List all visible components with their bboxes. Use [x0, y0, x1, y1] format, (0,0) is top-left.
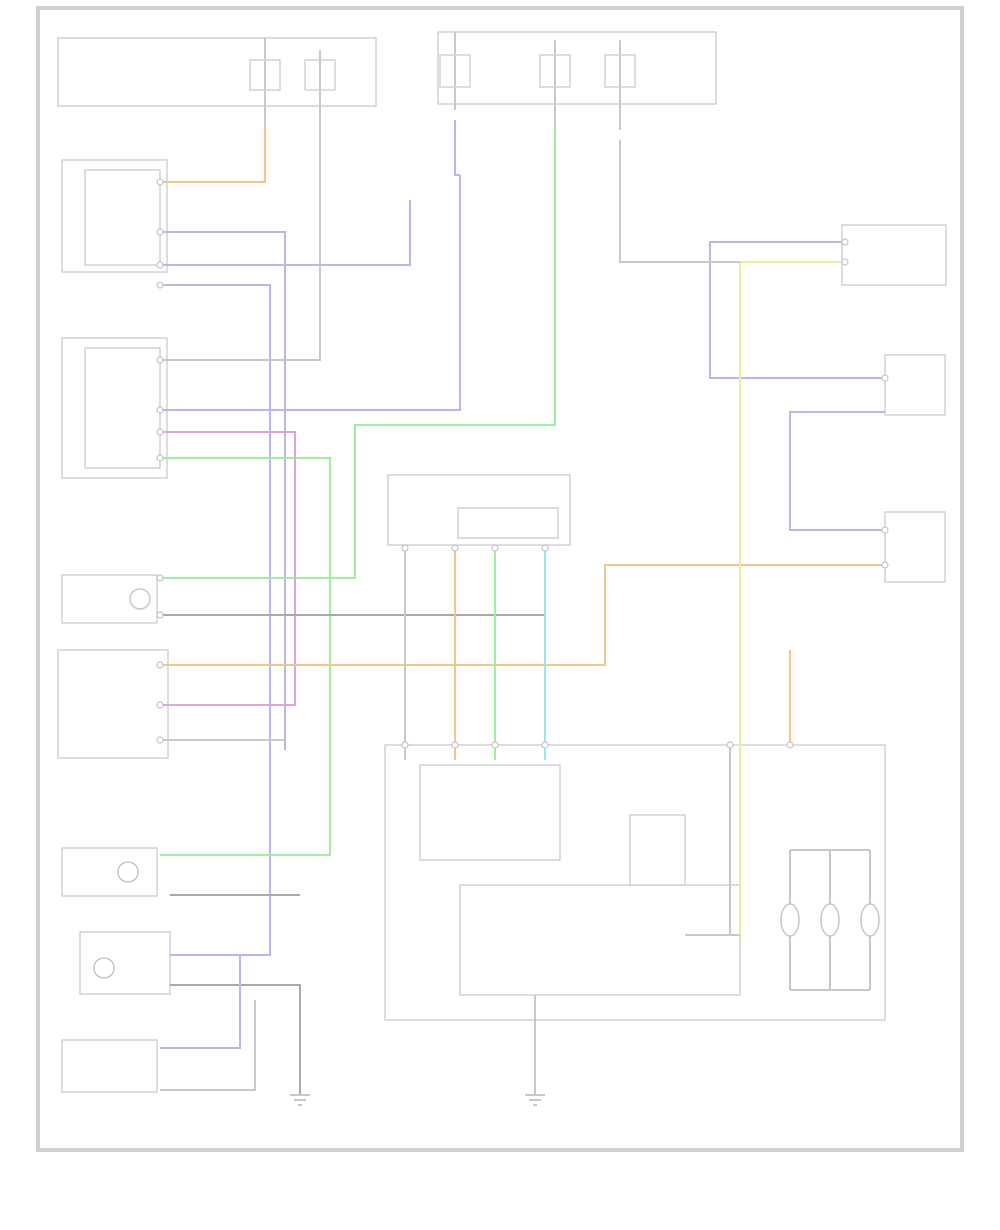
- left-sensor-4: [61, 1039, 158, 1093]
- lamp-3: [860, 903, 880, 937]
- ground-symbol-left: [290, 1094, 310, 1106]
- left-sensor-2: [61, 847, 158, 897]
- wire-runs: [160, 120, 885, 1095]
- central-control-unit: [384, 474, 886, 1021]
- page-frame: [36, 6, 964, 1152]
- lamp-bank: [780, 849, 880, 991]
- right-switch-2: [884, 511, 946, 583]
- right-module-box: [841, 224, 947, 286]
- right-switch-1: [884, 354, 946, 416]
- left-sensor-1: [61, 574, 158, 624]
- left-sensor-group: [57, 649, 169, 759]
- left-switch-box-lower: [61, 337, 168, 479]
- connector-pins: [156, 178, 889, 749]
- top-fuse-block-left: [57, 37, 377, 125]
- top-fuse-block-right: [437, 31, 717, 130]
- left-switch-box-upper: [61, 159, 168, 273]
- left-sensor-3: [79, 931, 171, 995]
- ground-symbol-center: [525, 1094, 545, 1106]
- lamp-1: [780, 903, 800, 937]
- lamp-2: [820, 903, 840, 937]
